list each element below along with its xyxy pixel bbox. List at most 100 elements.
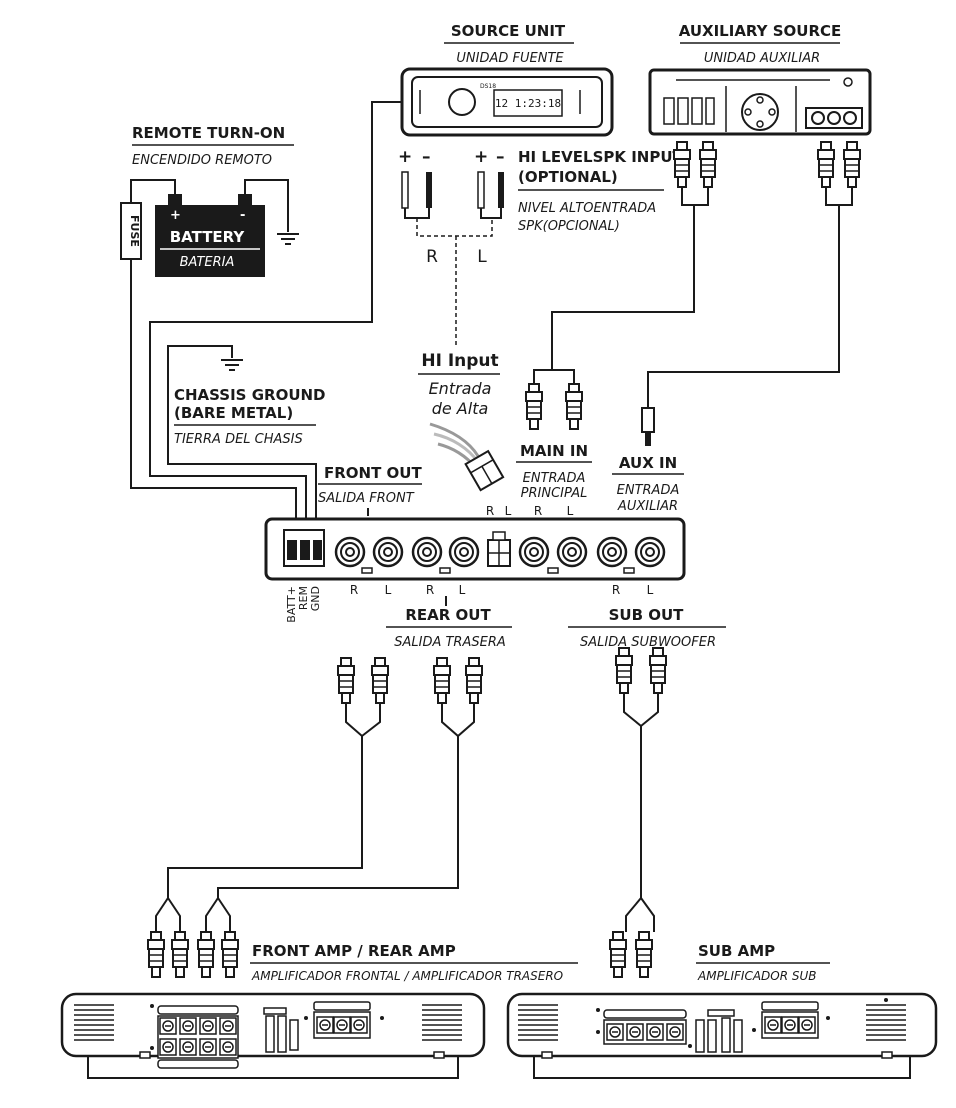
sub-amp-title: SUB AMP bbox=[698, 942, 775, 960]
hi-level-subtitle-1: NIVEL ALTOENTRADA bbox=[518, 201, 656, 216]
sub-amp-plug-1 bbox=[609, 931, 627, 978]
hi-input: HI Input Entrada de Alta bbox=[418, 351, 505, 492]
main-in-title: MAIN IN bbox=[520, 442, 588, 460]
front-amp-plug-2 bbox=[171, 931, 189, 978]
sub-out-subtitle: SALIDA SUBWOOFER bbox=[580, 635, 716, 650]
aux-source-subtitle: UNIDAD AUXILIAR bbox=[704, 51, 820, 66]
top-label-r2: R bbox=[534, 504, 542, 518]
rear-out-r-socket[interactable] bbox=[411, 536, 443, 568]
hi-level-plus-r: + bbox=[398, 147, 412, 167]
bottom-label-l1: L bbox=[385, 583, 392, 597]
front-out-l-socket[interactable] bbox=[372, 536, 404, 568]
hi-level-input: + – + – R L HI LEVELSPK INPUT (OPTIONAL)… bbox=[398, 147, 684, 346]
aux-in-label: AUX IN ENTRADA AUXILIAR bbox=[612, 454, 684, 514]
hi-level-minus-r: – bbox=[422, 147, 431, 167]
rear-out-l-socket[interactable] bbox=[448, 536, 480, 568]
chassis-ground: CHASSIS GROUND (BARE METAL) TIERRA DEL C… bbox=[167, 345, 326, 530]
hi-input-socket[interactable] bbox=[487, 531, 511, 567]
chassis-ground-title-1: CHASSIS GROUND bbox=[174, 386, 326, 404]
battery-plus-icon: + bbox=[170, 208, 181, 223]
hi-level-title-1: HI LEVELSPK INPUT bbox=[518, 148, 684, 166]
volume-knob-icon bbox=[448, 88, 476, 116]
hi-level-title-2: (OPTIONAL) bbox=[518, 168, 618, 186]
sub-amp bbox=[506, 992, 938, 1079]
hi-level-minus-l: – bbox=[496, 147, 505, 167]
hi-level-plus-l: + bbox=[474, 147, 488, 167]
source-unit-brand: DS18 bbox=[480, 83, 496, 90]
battery-subtitle: BATERIA bbox=[180, 255, 235, 270]
front-amp-plug-1 bbox=[147, 931, 165, 978]
power-label-gnd: GND bbox=[309, 586, 322, 611]
source-unit: SOURCE UNIT UNIDAD FUENTE 12 1:23:18 DS1… bbox=[400, 22, 614, 137]
aux-source-title: AUXILIARY SOURCE bbox=[679, 22, 842, 40]
hi-level-r-label: R bbox=[426, 247, 438, 267]
bottom-label-r1: R bbox=[350, 583, 358, 597]
main-in-subtitle-2: PRINCIPAL bbox=[521, 486, 588, 501]
chassis-ground-subtitle: TIERRA DEL CHASIS bbox=[174, 432, 303, 447]
hi-level-l-label: L bbox=[477, 247, 487, 267]
aux-in-subtitle-2: AUXILIAR bbox=[617, 499, 678, 514]
bottom-label-l2: L bbox=[459, 583, 466, 597]
source-unit-display: 12 1:23:18 bbox=[495, 97, 561, 110]
source-unit-subtitle: UNIDAD FUENTE bbox=[456, 51, 564, 66]
front-amp-plug-4 bbox=[221, 931, 239, 978]
hi-input-title: HI Input bbox=[421, 351, 498, 371]
fuse-label: FUSE bbox=[128, 215, 141, 247]
front-out-subtitle: SALIDA FRONT bbox=[318, 491, 415, 506]
top-label-l1: L bbox=[505, 504, 512, 518]
fuse: FUSE bbox=[120, 202, 142, 260]
main-in-subtitle-1: ENTRADA bbox=[523, 471, 586, 486]
main-in-plug-r bbox=[525, 383, 543, 430]
aux-plug-icon bbox=[641, 407, 655, 446]
sub-amp-label: SUB AMP AMPLIFICADOR SUB bbox=[696, 942, 830, 983]
hi-level-subtitle-2: SPK(OPCIONAL) bbox=[518, 219, 620, 234]
battery-minus-icon: - bbox=[240, 208, 245, 223]
chassis-ground-icon bbox=[220, 359, 244, 371]
sub-amp-subtitle: AMPLIFICADOR SUB bbox=[697, 969, 817, 983]
hi-input-plug-icon bbox=[464, 449, 505, 492]
power-label-rem: REM bbox=[297, 586, 310, 610]
main-in-label: MAIN IN ENTRADA PRINCIPAL bbox=[516, 442, 592, 501]
remote-turn-on-title: REMOTE TURN-ON bbox=[132, 124, 285, 142]
rear-out-label: REAR OUT SALIDA TRASERA bbox=[386, 606, 512, 650]
bottom-label-r2: R bbox=[426, 583, 434, 597]
bottom-label-l3: L bbox=[647, 583, 654, 597]
main-in-plug-l bbox=[565, 383, 583, 430]
ground-icon bbox=[276, 233, 300, 245]
front-rear-amp bbox=[60, 992, 486, 1079]
hi-input-subtitle-1: Entrada bbox=[429, 379, 492, 398]
front-out-r-socket[interactable] bbox=[334, 536, 366, 568]
battery-title: BATTERY bbox=[170, 228, 246, 246]
processor: R L R L R L R L R L BATT+ REM GND bbox=[264, 504, 686, 623]
top-label-l2: L bbox=[567, 504, 574, 518]
chassis-ground-title-2: (BARE METAL) bbox=[174, 404, 293, 422]
main-in-r-socket[interactable] bbox=[518, 536, 550, 568]
auxiliary-source: AUXILIARY SOURCE UNIDAD AUXILIAR bbox=[648, 22, 872, 136]
sub-out-title: SUB OUT bbox=[609, 606, 685, 624]
source-unit-title: SOURCE UNIT bbox=[451, 22, 566, 40]
power-label-batt: BATT+ bbox=[285, 586, 298, 623]
sub-amp-plug-2 bbox=[635, 931, 653, 978]
front-out-label: FRONT OUT SALIDA FRONT bbox=[318, 464, 422, 516]
main-in-l-socket[interactable] bbox=[556, 536, 588, 568]
rear-out-title: REAR OUT bbox=[405, 606, 491, 624]
hi-input-subtitle-2: de Alta bbox=[432, 399, 489, 418]
front-rear-amp-subtitle: AMPLIFICADOR FRONTAL / AMPLIFICADOR TRAS… bbox=[251, 969, 563, 983]
aux-in-title: AUX IN bbox=[619, 454, 677, 472]
front-amp-plug-3 bbox=[197, 931, 215, 978]
dpad-icon bbox=[741, 93, 779, 131]
aux-in-subtitle-1: ENTRADA bbox=[617, 483, 680, 498]
remote-turn-on: REMOTE TURN-ON ENCENDIDO REMOTO bbox=[132, 124, 294, 168]
battery: + - BATTERY BATERIA bbox=[155, 194, 265, 277]
remote-turn-on-subtitle: ENCENDIDO REMOTO bbox=[132, 153, 272, 168]
front-rear-amp-label: FRONT AMP / REAR AMP AMPLIFICADOR FRONTA… bbox=[250, 942, 578, 983]
bottom-label-r3: R bbox=[612, 583, 620, 597]
rear-out-subtitle: SALIDA TRASERA bbox=[394, 635, 506, 650]
top-label-r1: R bbox=[486, 504, 494, 518]
front-rear-amp-title: FRONT AMP / REAR AMP bbox=[252, 942, 456, 960]
sub-out-label: SUB OUT SALIDA SUBWOOFER bbox=[568, 606, 726, 650]
front-out-title: FRONT OUT bbox=[324, 464, 422, 482]
sub-out-r-socket[interactable] bbox=[596, 536, 628, 568]
sub-out-l-socket[interactable] bbox=[634, 536, 666, 568]
